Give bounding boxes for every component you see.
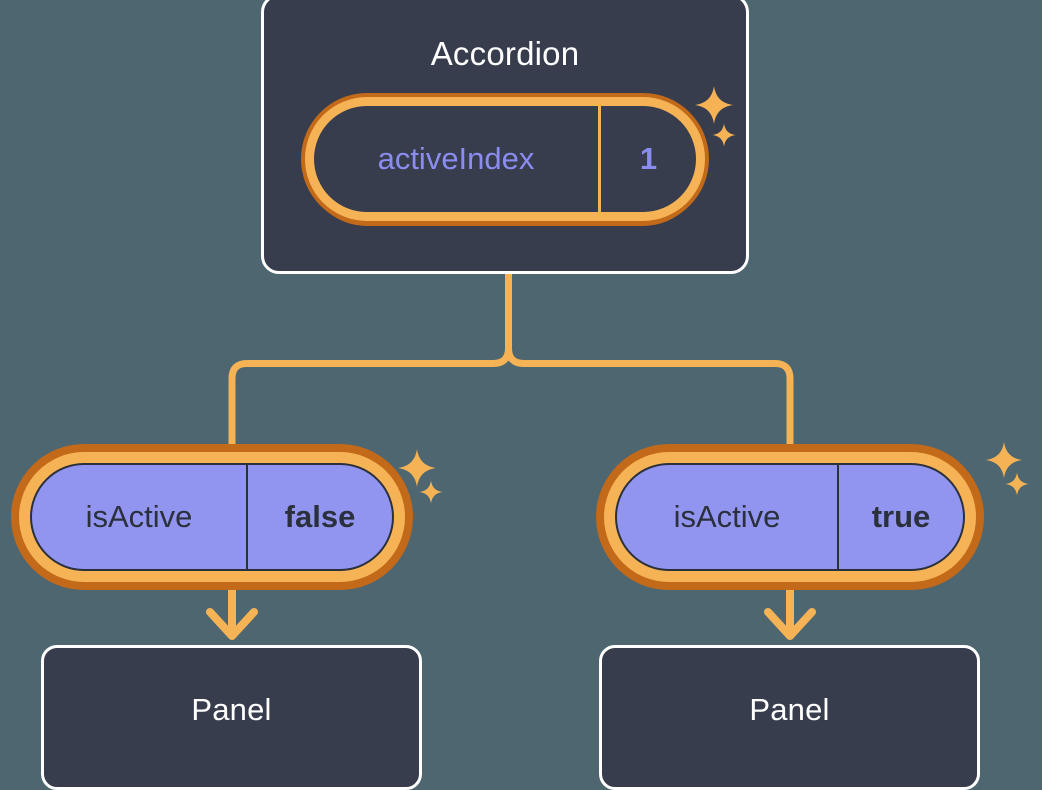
props-pill-inner-left: isActive false [30, 463, 394, 571]
sparkle-icon-left-large [396, 447, 438, 489]
state-pill-value: 1 [639, 141, 658, 176]
component-card-panel-right[interactable]: Panel [599, 645, 980, 790]
state-pill-key: activeIndex [314, 106, 601, 212]
component-title-panel-right: Panel [749, 692, 830, 727]
props-pill-isactive-false[interactable]: isActive false [19, 452, 405, 582]
state-pill-activeindex[interactable]: activeIndex 1 [305, 97, 705, 221]
props-pill-inner-right: isActive true [615, 463, 965, 571]
sparkle-icon-left-small [418, 479, 444, 505]
sparkle-icon-right-large [984, 440, 1024, 480]
tree-connector-root [228, 268, 512, 456]
props-pill-key-right: isActive [673, 499, 781, 534]
component-title-panel-left: Panel [191, 692, 272, 727]
arrow-down-icon-left [206, 580, 258, 640]
tree-connector-root-right [505, 344, 794, 456]
props-pill-key-left: isActive [85, 499, 193, 534]
state-pill-inner: activeIndex 1 [314, 106, 696, 212]
props-pill-value-left: false [246, 465, 392, 569]
sparkle-icon-right-small [1004, 471, 1030, 497]
component-title-accordion: Accordion [430, 35, 580, 72]
props-pill-isactive-true[interactable]: isActive true [604, 452, 976, 582]
component-card-panel-left[interactable]: Panel [41, 645, 422, 790]
arrow-down-icon-right [764, 580, 816, 640]
diagram-canvas: Accordion activeIndex 1 isActive false [19, 0, 1030, 790]
props-pill-value-right: true [837, 465, 963, 569]
